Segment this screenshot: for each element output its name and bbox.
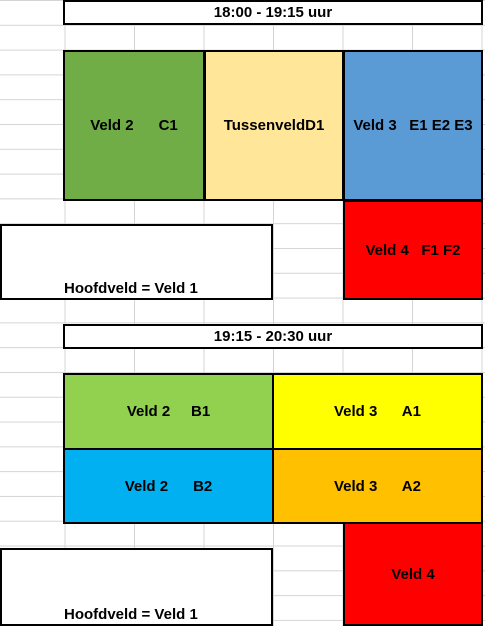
session-1-main-field: Hoofdveld = Veld 1 [0, 224, 273, 300]
session-1-field-veld-2: Veld 2 C1 [63, 50, 205, 201]
session-2-time-header: 19:15 - 20:30 uur [63, 324, 483, 349]
session-2-field-veld-2-b1: Veld 2 B1 [63, 373, 274, 450]
session-2-field-veld-3-a2: Veld 3 A2 [272, 448, 483, 524]
session-2-main-field: Hoofdveld = Veld 1 [0, 548, 273, 626]
session-1-time-header: 18:00 - 19:15 uur [63, 0, 483, 25]
session-1-field-tussenveld: TussenveldD1 [204, 50, 344, 201]
session-1-field-veld-3: Veld 3 E1 E2 E3 [343, 50, 483, 201]
session-2-field-veld-3-a1: Veld 3 A1 [272, 373, 483, 450]
session-2-field-veld-2-b2: Veld 2 B2 [63, 448, 274, 524]
session-2-field-veld-4: Veld 4 [343, 522, 483, 626]
session-1-field-veld-4: Veld 4 F1 F2 [343, 200, 483, 300]
